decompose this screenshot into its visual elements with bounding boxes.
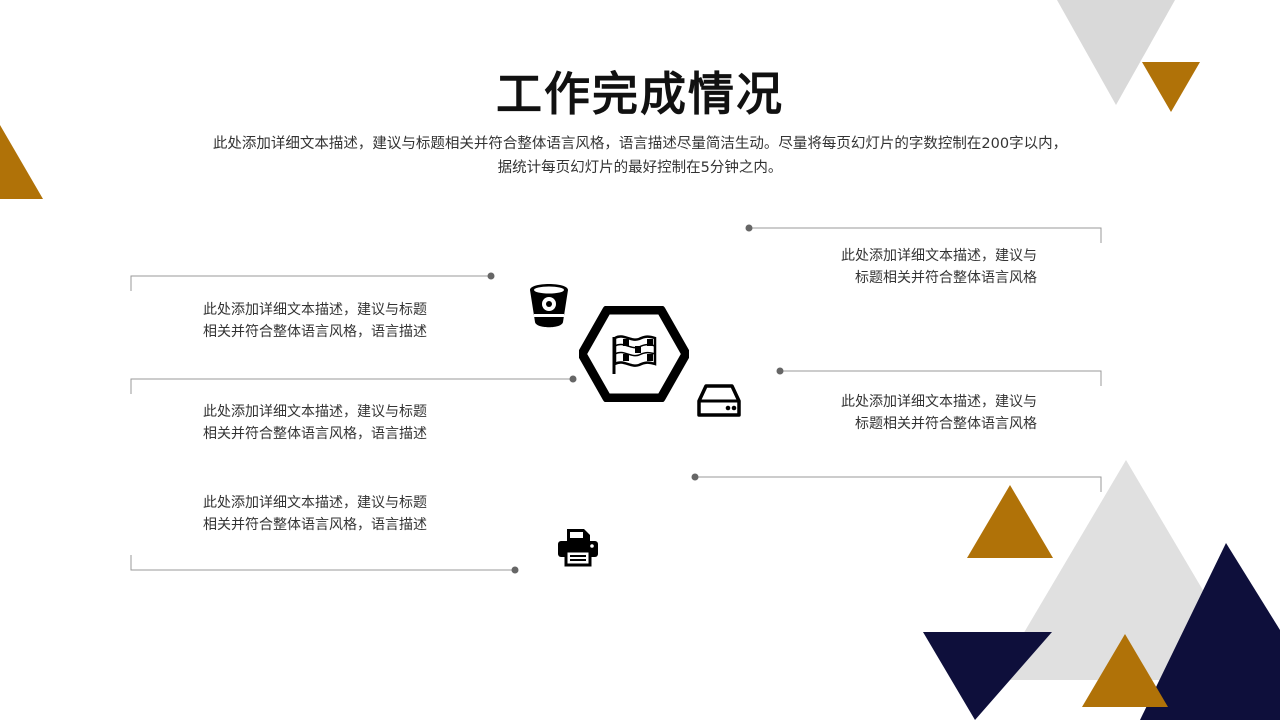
left-connector-2: [130, 378, 573, 394]
subtitle-line-1: 此处添加详细文本描述，建议与标题相关并符合整体语言风格，语言描述尽量简洁生动。尽…: [212, 136, 1068, 152]
left-connector-1: [130, 275, 491, 291]
right-item-2-line-1: 此处添加详细文本描述，建议与: [841, 394, 1037, 410]
left-item-2-line-1: 此处添加详细文本描述，建议与标题: [203, 404, 427, 420]
right-item-1: 此处添加详细文本描述，建议与 标题相关并符合整体语言风格: [737, 245, 1037, 289]
bucket-icon: [528, 283, 570, 329]
connector-dot: [691, 473, 699, 481]
slide-title: 工作完成情况: [496, 67, 784, 121]
bottom-navy-inverted-triangle: [923, 632, 1052, 720]
left-item-3: 此处添加详细文本描述，建议与标题 相关并符合整体语言风格，语言描述: [165, 492, 465, 536]
left-connector-3: [130, 555, 515, 571]
left-item-3-line-2: 相关并符合整体语言风格，语言描述: [203, 517, 427, 533]
right-item-1-line-2: 标题相关并符合整体语言风格: [855, 270, 1037, 286]
left-item-1: 此处添加详细文本描述，建议与标题 相关并符合整体语言风格，语言描述: [165, 299, 465, 343]
connector-dot: [745, 224, 753, 232]
left-gold-triangle: [0, 125, 43, 199]
connector-dot: [511, 566, 519, 574]
left-item-3-line-1: 此处添加详细文本描述，建议与标题: [203, 495, 427, 511]
right-connector-1: [749, 227, 1102, 243]
connector-dot: [487, 272, 495, 280]
connector-dot: [569, 375, 577, 383]
bottom-gold-triangle-lower: [1082, 634, 1168, 707]
slide-subtitle: 此处添加详细文本描述，建议与标题相关并符合整体语言风格，语言描述尽量简洁生动。尽…: [120, 132, 1160, 180]
flag-icon: [579, 306, 689, 402]
right-connector-2: [780, 370, 1102, 386]
top-gray-triangle: [1057, 0, 1175, 105]
subtitle-line-2: 据统计每页幻灯片的最好控制在5分钟之内。: [497, 160, 783, 176]
left-item-1-line-1: 此处添加详细文本描述，建议与标题: [203, 302, 427, 318]
left-item-2: 此处添加详细文本描述，建议与标题 相关并符合整体语言风格，语言描述: [165, 401, 465, 445]
right-item-2: 此处添加详细文本描述，建议与 标题相关并符合整体语言风格: [737, 391, 1037, 435]
printer-icon: [556, 527, 600, 567]
left-item-1-line-2: 相关并符合整体语言风格，语言描述: [203, 324, 427, 340]
connector-dot: [776, 367, 784, 375]
hard-drive-icon: [697, 383, 741, 419]
bottom-gold-triangle-upper: [967, 485, 1053, 558]
right-item-1-line-1: 此处添加详细文本描述，建议与: [841, 248, 1037, 264]
right-item-2-line-2: 标题相关并符合整体语言风格: [855, 416, 1037, 432]
left-item-2-line-2: 相关并符合整体语言风格，语言描述: [203, 426, 427, 442]
right-connector-3: [695, 476, 1102, 492]
bottom-right-navy-triangle: [1140, 543, 1280, 720]
top-gold-triangle: [1142, 62, 1200, 112]
